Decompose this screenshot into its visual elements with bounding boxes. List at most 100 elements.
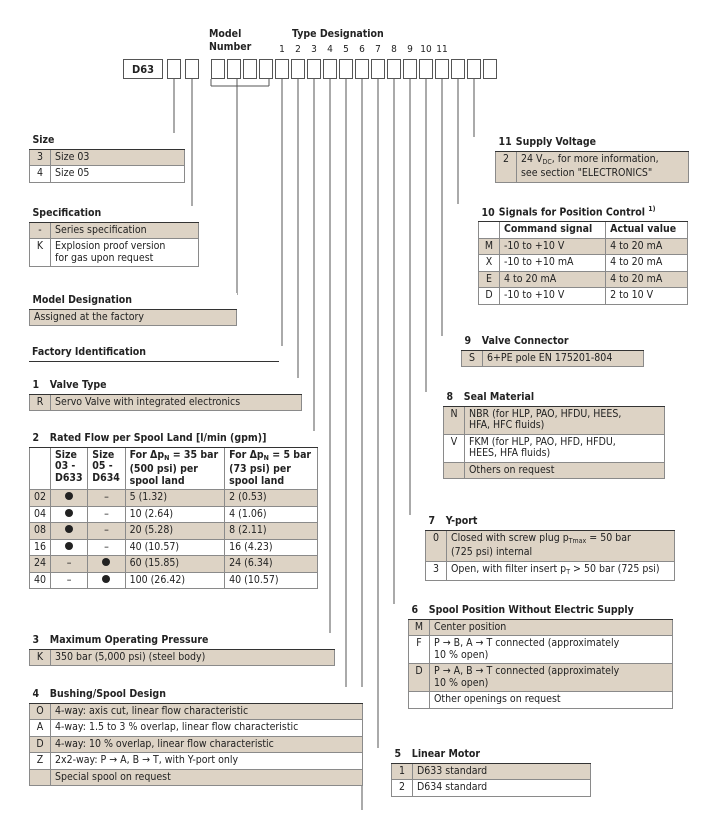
code-box — [403, 59, 417, 79]
model-number-label: Model Number — [209, 28, 252, 53]
valve-connector-title: Valve Connector — [481, 335, 569, 347]
code-box — [243, 59, 257, 79]
rated-flow-header-size05: Size 05 - D634 — [87, 446, 126, 490]
position-number: 6 — [359, 44, 365, 55]
size-title: Size — [29, 133, 185, 150]
bushing-text: 4-way: 10 % overlap, linear flow charact… — [50, 735, 363, 753]
rated-flow-s05: – — [87, 505, 126, 523]
signals-code: E — [478, 270, 500, 288]
subscript: N — [164, 453, 170, 462]
bushing-title: Bushing/Spool Design — [49, 688, 166, 700]
bushing-text: 4-way: axis cut, linear flow characteris… — [50, 702, 363, 720]
signals-code: X — [478, 254, 500, 272]
model-designation-text: Assigned at the factory — [29, 308, 237, 326]
rated-flow-v5: 24 (6.34) — [224, 555, 318, 573]
model-designation-title: Model Designation — [29, 293, 237, 310]
valve-connector-code: S — [461, 349, 483, 367]
rated-flow-v5: 16 (4.23) — [224, 538, 318, 556]
rated-flow-v5: 4 (1.06) — [224, 505, 318, 523]
spool-position-code: F — [408, 635, 430, 664]
signals-header-actual: Actual value — [605, 221, 688, 239]
rated-flow-title: Rated Flow per Spool Land [l/min (gpm)] — [49, 432, 267, 444]
spool-position-table: 6 Spool Position Without Electric Supply… — [408, 603, 673, 709]
filled-dot-icon — [102, 558, 111, 566]
position-number: 5 — [343, 44, 349, 55]
code-box — [467, 59, 481, 79]
spool-position-code: D — [408, 663, 430, 692]
y-port-code: 3 — [425, 560, 447, 581]
code-box — [211, 59, 225, 79]
seal-code — [443, 461, 465, 479]
filled-dot-icon — [65, 525, 74, 533]
rated-flow-v5: 2 (0.53) — [224, 489, 318, 507]
y-port-text: Closed with screw plug pTmax = 50 bar (7… — [446, 529, 675, 562]
rated-flow-num: 2 — [32, 432, 40, 444]
prefix-label: D63 — [132, 62, 154, 76]
signals-code: M — [478, 237, 500, 255]
spool-position-text: P → B, A → T connected (approximately 10… — [429, 635, 673, 664]
seal-text: NBR (for HLP, PAO, HFDU, HEES, HFA, HFC … — [464, 405, 665, 435]
size-text: Size 05 — [50, 165, 185, 183]
spool-position-text: Center position — [429, 618, 673, 636]
rated-flow-header-size03: Size 03 - D633 — [49, 446, 89, 490]
rated-flow-s05 — [87, 571, 126, 589]
code-box — [275, 59, 289, 79]
linear-motor-text: D634 standard — [412, 779, 591, 797]
position-number: 7 — [375, 44, 381, 55]
subscript: Tmax — [568, 536, 587, 545]
y-port-title: Y-port — [445, 515, 478, 527]
rated-flow-code: 04 — [29, 505, 51, 523]
supply-voltage-text: 24 VDC, for more information, see sectio… — [516, 150, 689, 183]
position-number: 10 — [420, 44, 432, 55]
code-box — [291, 59, 305, 79]
rated-flow-code: 08 — [29, 522, 51, 540]
linear-motor-title: Linear Motor — [411, 748, 481, 760]
filled-dot-icon — [65, 541, 74, 550]
signals-act: 4 to 20 mA — [605, 270, 688, 288]
signals-title: Signals for Position Control — [498, 206, 645, 219]
valve-type-num: 1 — [32, 379, 40, 391]
max-pressure-code: K — [29, 648, 51, 666]
spec-code: - — [29, 221, 51, 239]
bushing-code: O — [29, 702, 51, 720]
rated-flow-code: 40 — [29, 571, 51, 589]
signals-cmd: -10 to +10 V — [498, 237, 607, 255]
signals-table: 10 Signals for Position Control 1) Comma… — [478, 202, 688, 305]
model-designation-table: Model Designation Assigned at the factor… — [29, 293, 237, 326]
code-box — [371, 59, 385, 79]
linear-motor-num: 5 — [394, 748, 402, 760]
rated-flow-row: 40–100 (26.42)40 (10.57) — [29, 571, 318, 589]
position-number: 1 — [279, 44, 285, 55]
seal-row: Others on request — [443, 461, 665, 479]
supply-voltage-title: Supply Voltage — [515, 136, 597, 148]
valve-connector-text: 6+PE pole EN 175201-804 — [482, 349, 644, 367]
position-number: 11 — [436, 44, 448, 55]
rated-flow-s03 — [49, 522, 89, 540]
spool-position-row: Other openings on request — [408, 691, 673, 709]
rated-flow-s05: – — [87, 522, 126, 540]
signals-act: 4 to 20 mA — [605, 254, 688, 272]
signals-act: 4 to 20 mA — [605, 237, 688, 255]
y-port-text: Open, with filter insert pT > 50 bar (72… — [446, 560, 675, 581]
rated-flow-s05 — [87, 555, 126, 573]
bushing-text: Special spool on request — [50, 768, 363, 786]
code-box — [259, 59, 273, 79]
rated-flow-s05: – — [87, 489, 126, 507]
signals-act: 2 to 10 V — [605, 287, 688, 305]
bushing-code: Z — [29, 752, 51, 770]
filled-dot-icon — [65, 492, 74, 500]
